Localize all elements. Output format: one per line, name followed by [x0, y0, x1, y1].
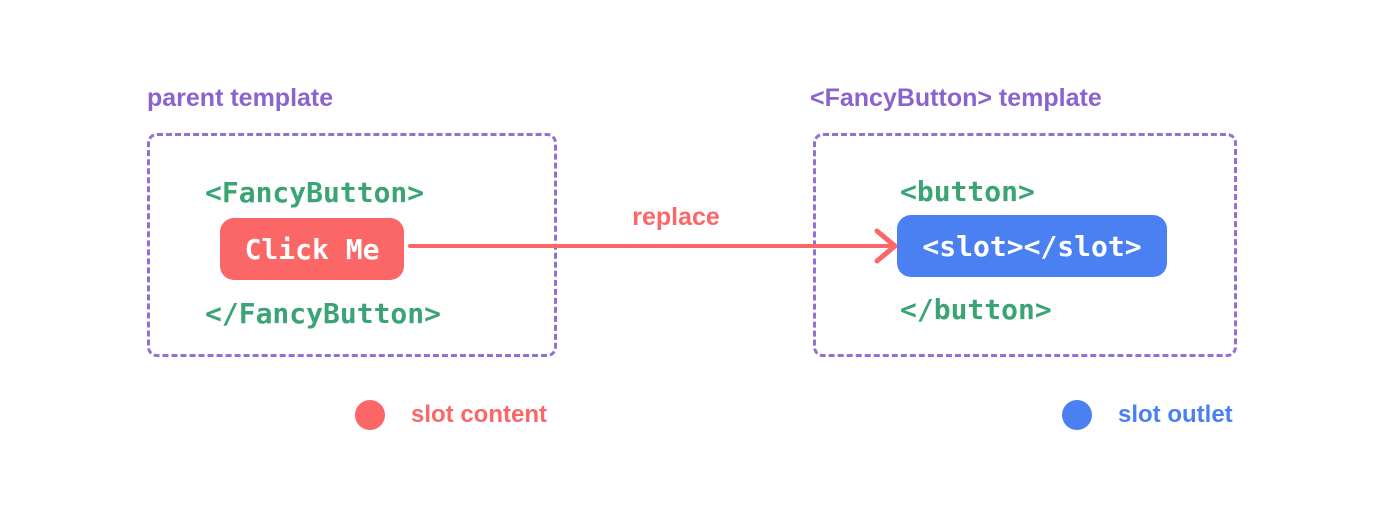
slot-outlet-box: <slot></slot>	[897, 215, 1167, 277]
button-close-tag: </button>	[900, 293, 1052, 326]
slot-content-label: slot content	[411, 401, 547, 428]
legend-slot-content: slot content	[355, 400, 547, 430]
slot-content-dot-icon	[355, 400, 385, 430]
slot-outlet-legend-label: slot outlet	[1118, 401, 1233, 428]
replace-label: replace	[632, 203, 720, 231]
fancybutton-open-tag: <FancyButton>	[205, 176, 425, 209]
slot-outlet-label: <slot></slot>	[922, 229, 1142, 263]
legend-slot-outlet: slot outlet	[1062, 400, 1233, 430]
parent-template-box: <FancyButton> Click Me </FancyButton>	[147, 133, 557, 357]
click-me-label: Click Me	[244, 232, 380, 266]
button-open-tag: <button>	[900, 175, 1035, 208]
fancybutton-template-title: <FancyButton> template	[810, 84, 1102, 112]
fancybutton-close-tag: </FancyButton>	[205, 297, 442, 330]
fancybutton-template-box: <button> <slot></slot> </button>	[813, 133, 1237, 357]
click-me-button: Click Me	[220, 218, 404, 280]
parent-template-title: parent template	[147, 84, 334, 112]
slot-outlet-dot-icon	[1062, 400, 1092, 430]
